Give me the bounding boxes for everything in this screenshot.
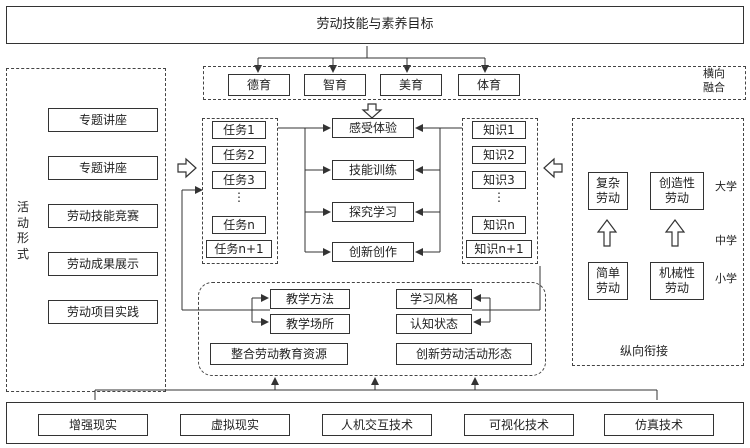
cognitive-state-box: 认知状态 [396, 314, 472, 334]
innovation-creation-box: 创新创作 [332, 242, 414, 262]
tech-simulation-box: 仿真技术 [604, 414, 714, 436]
aesthetic-education-box: 美育 [380, 74, 442, 96]
simple-labor-label: 简单劳动 [595, 266, 620, 295]
tech-label: 人机交互技术 [340, 417, 413, 432]
tasks-group [202, 118, 278, 264]
intellectual-education-label: 智育 [322, 77, 347, 92]
knowledge-item-2: 知识2 [472, 146, 526, 164]
knowledge-label: 知识2 [483, 147, 515, 162]
cognitive-state-label: 认知状态 [409, 316, 458, 331]
mechanical-labor-box: 机械性劳动 [650, 262, 704, 300]
inquiry-learning-label: 探究学习 [348, 204, 397, 219]
task-label: 任务1 [223, 122, 255, 137]
activity-item-5: 劳动项目实践 [48, 300, 158, 324]
activity-item-label: 劳动项目实践 [66, 304, 139, 319]
task-ellipsis: ⋮ [233, 190, 245, 204]
simple-labor-box: 简单劳动 [588, 262, 628, 300]
tech-visualization-box: 可视化技术 [464, 414, 574, 436]
teaching-method-box: 教学方法 [270, 289, 350, 309]
knowledge-item-1: 知识1 [472, 121, 526, 139]
goal-title: 劳动技能与素养目标 [316, 17, 434, 33]
physical-education-label: 体育 [476, 77, 501, 92]
integrate-resources-label: 整合劳动教育资源 [230, 346, 327, 361]
complex-labor-box: 复杂劳动 [588, 172, 628, 210]
learning-style-label: 学习风格 [409, 291, 458, 306]
aesthetic-education-label: 美育 [398, 77, 423, 92]
activity-item-1: 专题讲座 [48, 108, 158, 132]
innovation-creation-label: 创新创作 [348, 244, 397, 259]
skill-training-box: 技能训练 [332, 160, 414, 180]
activity-forms-group [6, 68, 166, 392]
teaching-venue-label: 教学场所 [285, 316, 334, 331]
knowledge-item-n-plus-1: 知识n+1 [466, 240, 532, 258]
knowledge-ellipsis: ⋮ [493, 190, 505, 204]
mechanical-labor-label: 机械性劳动 [658, 266, 695, 295]
task-label: 任务3 [223, 172, 255, 187]
knowledge-label: 知识3 [483, 172, 515, 187]
inquiry-learning-box: 探究学习 [332, 202, 414, 222]
task-item-n: 任务n [212, 216, 266, 234]
moral-education-label: 德育 [246, 77, 271, 92]
intellectual-education-box: 智育 [304, 74, 366, 96]
activity-item-4: 劳动成果展示 [48, 252, 158, 276]
creative-labor-box: 创造性劳动 [650, 172, 704, 210]
knowledge-label: 知识n [483, 217, 515, 232]
tech-vr-box: 虚拟现实 [180, 414, 290, 436]
level-primary-school: 小学 [715, 272, 737, 285]
creative-labor-label: 创造性劳动 [658, 176, 695, 205]
tech-label: 可视化技术 [488, 417, 549, 432]
activity-item-label: 劳动成果展示 [66, 256, 139, 271]
tech-label: 仿真技术 [634, 417, 683, 432]
horizontal-fusion-group [203, 66, 746, 100]
tech-hci-box: 人机交互技术 [322, 414, 432, 436]
tech-label: 增强现实 [68, 417, 117, 432]
integrate-resources-box: 整合劳动教育资源 [210, 343, 348, 365]
task-item-n-plus-1: 任务n+1 [206, 240, 272, 258]
teaching-method-label: 教学方法 [285, 291, 334, 306]
level-middle-school: 中学 [715, 234, 737, 247]
task-label: 任务n+1 [214, 241, 264, 256]
knowledge-group [462, 118, 538, 264]
innovate-activities-label: 创新劳动活动形态 [415, 346, 512, 361]
tech-ar-box: 增强现实 [38, 414, 148, 436]
experience-box: 感受体验 [332, 118, 414, 138]
horizontal-fusion-label: 横向融合 [703, 67, 725, 94]
experience-label: 感受体验 [348, 120, 397, 135]
activity-item-label: 专题讲座 [78, 112, 127, 127]
task-item-3: 任务3 [212, 171, 266, 189]
level-university: 大学 [715, 180, 737, 193]
task-item-2: 任务2 [212, 146, 266, 164]
vertical-articulation-label: 纵向衔接 [619, 344, 668, 358]
skill-training-label: 技能训练 [348, 162, 397, 177]
physical-education-box: 体育 [458, 74, 520, 96]
activity-item-2: 专题讲座 [48, 156, 158, 180]
goal-title-box: 劳动技能与素养目标 [6, 6, 744, 44]
moral-education-box: 德育 [228, 74, 290, 96]
innovate-activities-box: 创新劳动活动形态 [396, 343, 532, 365]
tech-label: 虚拟现实 [210, 417, 259, 432]
task-item-1: 任务1 [212, 121, 266, 139]
knowledge-item-3: 知识3 [472, 171, 526, 189]
activity-item-label: 专题讲座 [78, 160, 127, 175]
activity-item-3: 劳动技能竞赛 [48, 204, 158, 228]
activity-item-label: 劳动技能竞赛 [66, 208, 139, 223]
task-label: 任务n [223, 217, 255, 232]
complex-labor-label: 复杂劳动 [595, 176, 620, 205]
learning-style-box: 学习风格 [396, 289, 472, 309]
technologies-group [6, 402, 744, 444]
activity-forms-label: 活动形式 [16, 200, 29, 261]
knowledge-label: 知识n+1 [474, 241, 524, 256]
vertical-articulation-group [572, 118, 744, 366]
task-label: 任务2 [223, 147, 255, 162]
knowledge-item-n: 知识n [472, 216, 526, 234]
teaching-venue-box: 教学场所 [270, 314, 350, 334]
teaching-environment-group [198, 282, 546, 376]
knowledge-label: 知识1 [483, 122, 515, 137]
